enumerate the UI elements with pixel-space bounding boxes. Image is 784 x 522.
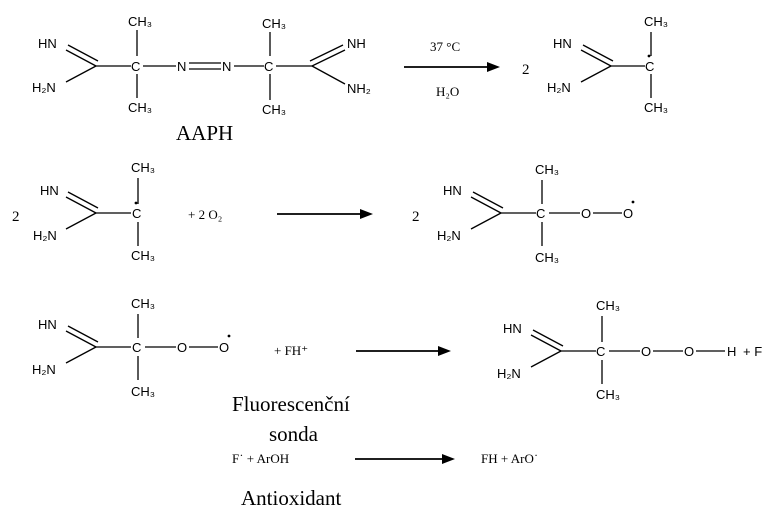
fragment-plus-f: + F [743, 344, 762, 359]
stoichiometric-coefficient: 2 [522, 62, 530, 78]
antioxidant-products: FH + ArO˙ [481, 451, 538, 466]
stoichiometric-coefficient: 2 [412, 209, 420, 225]
oxygen-radical-atom: O [623, 206, 633, 221]
solvent-label: H₂O [436, 84, 459, 99]
oxygen-atom: O [581, 206, 591, 221]
methyl-label: CH₃ [596, 387, 620, 402]
hydrogen-atom: H [727, 344, 736, 359]
oxygen-radical-atom: O [219, 340, 229, 355]
imine-label: HN [443, 183, 462, 198]
oxygen-atom: O [177, 340, 187, 355]
methyl-label: CH₃ [131, 296, 155, 311]
oxygen-atom: O [641, 344, 651, 359]
reaction-3: HN H₂N C CH₃ CH₃ O O + FH⁺ Fluorescenční… [32, 296, 762, 446]
methyl-label: CH₃ [131, 160, 155, 175]
hydroperoxide-product: HN H₂N C CH₃ CH₃ O O H [497, 298, 736, 402]
radical-carbon: C [645, 59, 654, 74]
methyl-label: CH₃ [262, 16, 286, 31]
methyl-label: CH₃ [131, 248, 155, 263]
quaternary-carbon: C [132, 340, 141, 355]
amine-label: H₂N [32, 362, 56, 377]
imine-label: HN [503, 321, 522, 336]
quaternary-carbon: C [131, 59, 140, 74]
probe-name-line1: Fluorescenční [232, 392, 350, 416]
quaternary-carbon: C [264, 59, 273, 74]
oxygen-atom: O [684, 344, 694, 359]
quaternary-carbon: C [536, 206, 545, 221]
oxygen-reagent: + 2 O₂ [188, 207, 222, 222]
amine-label: H₂N [32, 80, 56, 95]
amine-label: H₂N [547, 80, 571, 95]
reaction-1: HN H₂N C CH₃ CH₃ N N C CH₃ CH₃ NH NH [32, 14, 668, 145]
imine-label: HN [40, 183, 59, 198]
methyl-label: CH₃ [262, 102, 286, 117]
reaction-2: 2 HN H₂N C CH₃ CH₃ + 2 O₂ 2 HN H₂N C CH₃… [12, 160, 635, 265]
imine-label: NH [347, 36, 366, 51]
carbon-radical-product: 2 HN H₂N C CH₃ CH₃ [522, 14, 668, 115]
radical-dot [227, 334, 231, 338]
carbon-radical: HN H₂N C CH₃ CH₃ [33, 160, 155, 263]
probe-name-line2: sonda [269, 422, 319, 446]
reaction-arrow-1: 37 °C H₂O [404, 39, 500, 99]
methyl-label: CH₃ [596, 298, 620, 313]
methyl-label: CH₃ [644, 100, 668, 115]
stoichiometric-coefficient: 2 [12, 209, 20, 225]
amine-label: NH₂ [347, 81, 371, 96]
reaction-4: F˙ + ArOH FH + ArO˙ Antioxidant [232, 451, 538, 510]
antioxidant-name: Antioxidant [241, 486, 341, 510]
peroxyl-radical: HN H₂N C CH₃ CH₃ O O [32, 296, 231, 399]
peroxyl-radical: HN H₂N C CH₃ CH₃ O O [437, 162, 635, 265]
methyl-label: CH₃ [131, 384, 155, 399]
methyl-label: CH₃ [644, 14, 668, 29]
methyl-label: CH₃ [535, 250, 559, 265]
radical-dot [134, 201, 138, 205]
aaph-name: AAPH [176, 121, 233, 145]
imine-label: HN [553, 36, 572, 51]
quaternary-carbon: C [596, 344, 605, 359]
azo-nitrogen: N [222, 59, 231, 74]
methyl-label: CH₃ [128, 100, 152, 115]
azo-nitrogen: N [177, 59, 186, 74]
amine-label: H₂N [497, 366, 521, 381]
probe-reagent: + FH⁺ [274, 343, 308, 358]
radical-dot [647, 54, 651, 58]
imine-label: HN [38, 36, 57, 51]
radical-carbon: C [132, 206, 141, 221]
methyl-label: CH₃ [128, 14, 152, 29]
imine-label: HN [38, 317, 57, 332]
antioxidant-reactants: F˙ + ArOH [232, 451, 289, 466]
amine-label: H₂N [33, 228, 57, 243]
temperature-label: 37 °C [430, 39, 460, 54]
radical-dot [631, 200, 635, 204]
aaph-molecule: HN H₂N C CH₃ CH₃ N N C CH₃ CH₃ NH NH [32, 14, 371, 145]
amine-label: H₂N [437, 228, 461, 243]
methyl-label: CH₃ [535, 162, 559, 177]
